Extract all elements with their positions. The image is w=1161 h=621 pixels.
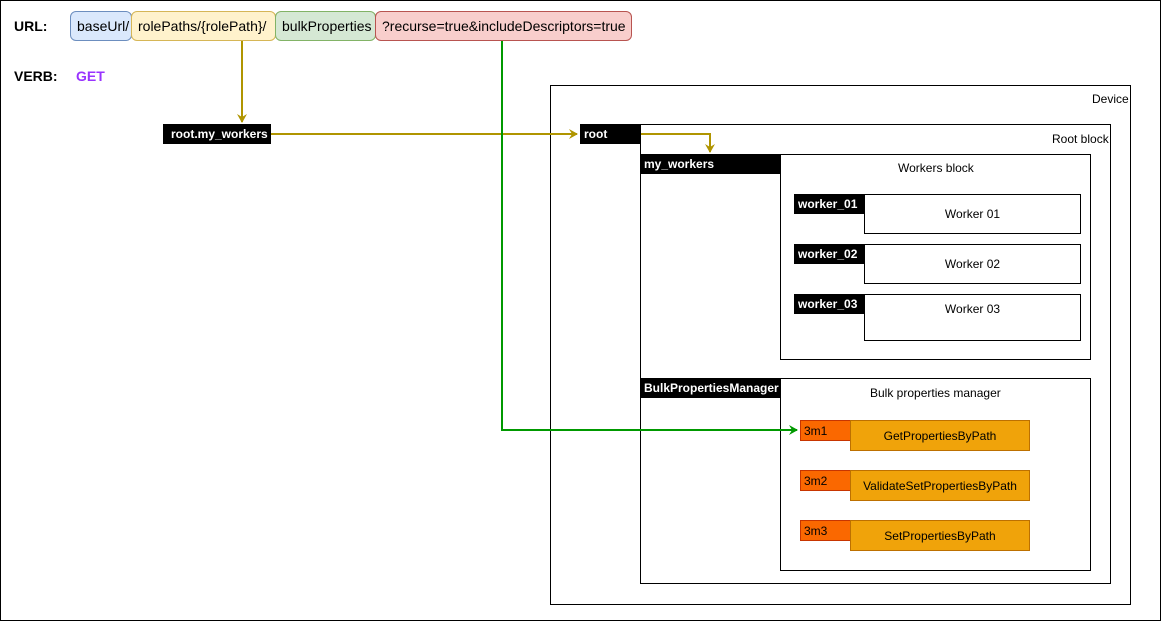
url-segment-base: baseUrl/	[70, 11, 132, 41]
verb-label: VERB:	[14, 68, 58, 84]
bulk-properties-manager-title: Bulk properties manager	[870, 386, 1001, 400]
worker-box: Worker 02	[864, 244, 1081, 284]
worker-tag: worker_03	[794, 294, 865, 314]
method-id: 3m1	[800, 420, 851, 441]
query-to-method-arrow	[501, 41, 798, 435]
url-segment-query: ?recurse=true&includeDescriptors=true	[375, 11, 632, 41]
my-workers-tag: my_workers	[640, 154, 781, 174]
worker-tag: worker_02	[794, 244, 865, 264]
resolved-path-tag: root.my_workers	[163, 124, 271, 144]
method-box: SetPropertiesByPath	[850, 520, 1030, 551]
bulk-properties-manager-tag: BulkPropertiesManager	[640, 378, 781, 398]
root-tag: root	[580, 124, 641, 144]
verb-value: GET	[76, 68, 105, 84]
worker-box: Worker 03	[864, 294, 1081, 341]
method-box: ValidateSetPropertiesByPath	[850, 470, 1030, 501]
url-label: URL:	[14, 18, 48, 34]
url-segment-role-path: rolePaths/{rolePath}/	[131, 11, 276, 41]
workers-block-title: Workers block	[898, 161, 974, 175]
device-title: Device	[1092, 92, 1129, 106]
worker-box: Worker 01	[864, 194, 1081, 234]
method-box: GetPropertiesByPath	[850, 420, 1030, 451]
root-to-workers-arrow	[641, 133, 715, 153]
worker-tag: worker_01	[794, 194, 865, 214]
root-block-title: Root block	[1052, 132, 1109, 146]
